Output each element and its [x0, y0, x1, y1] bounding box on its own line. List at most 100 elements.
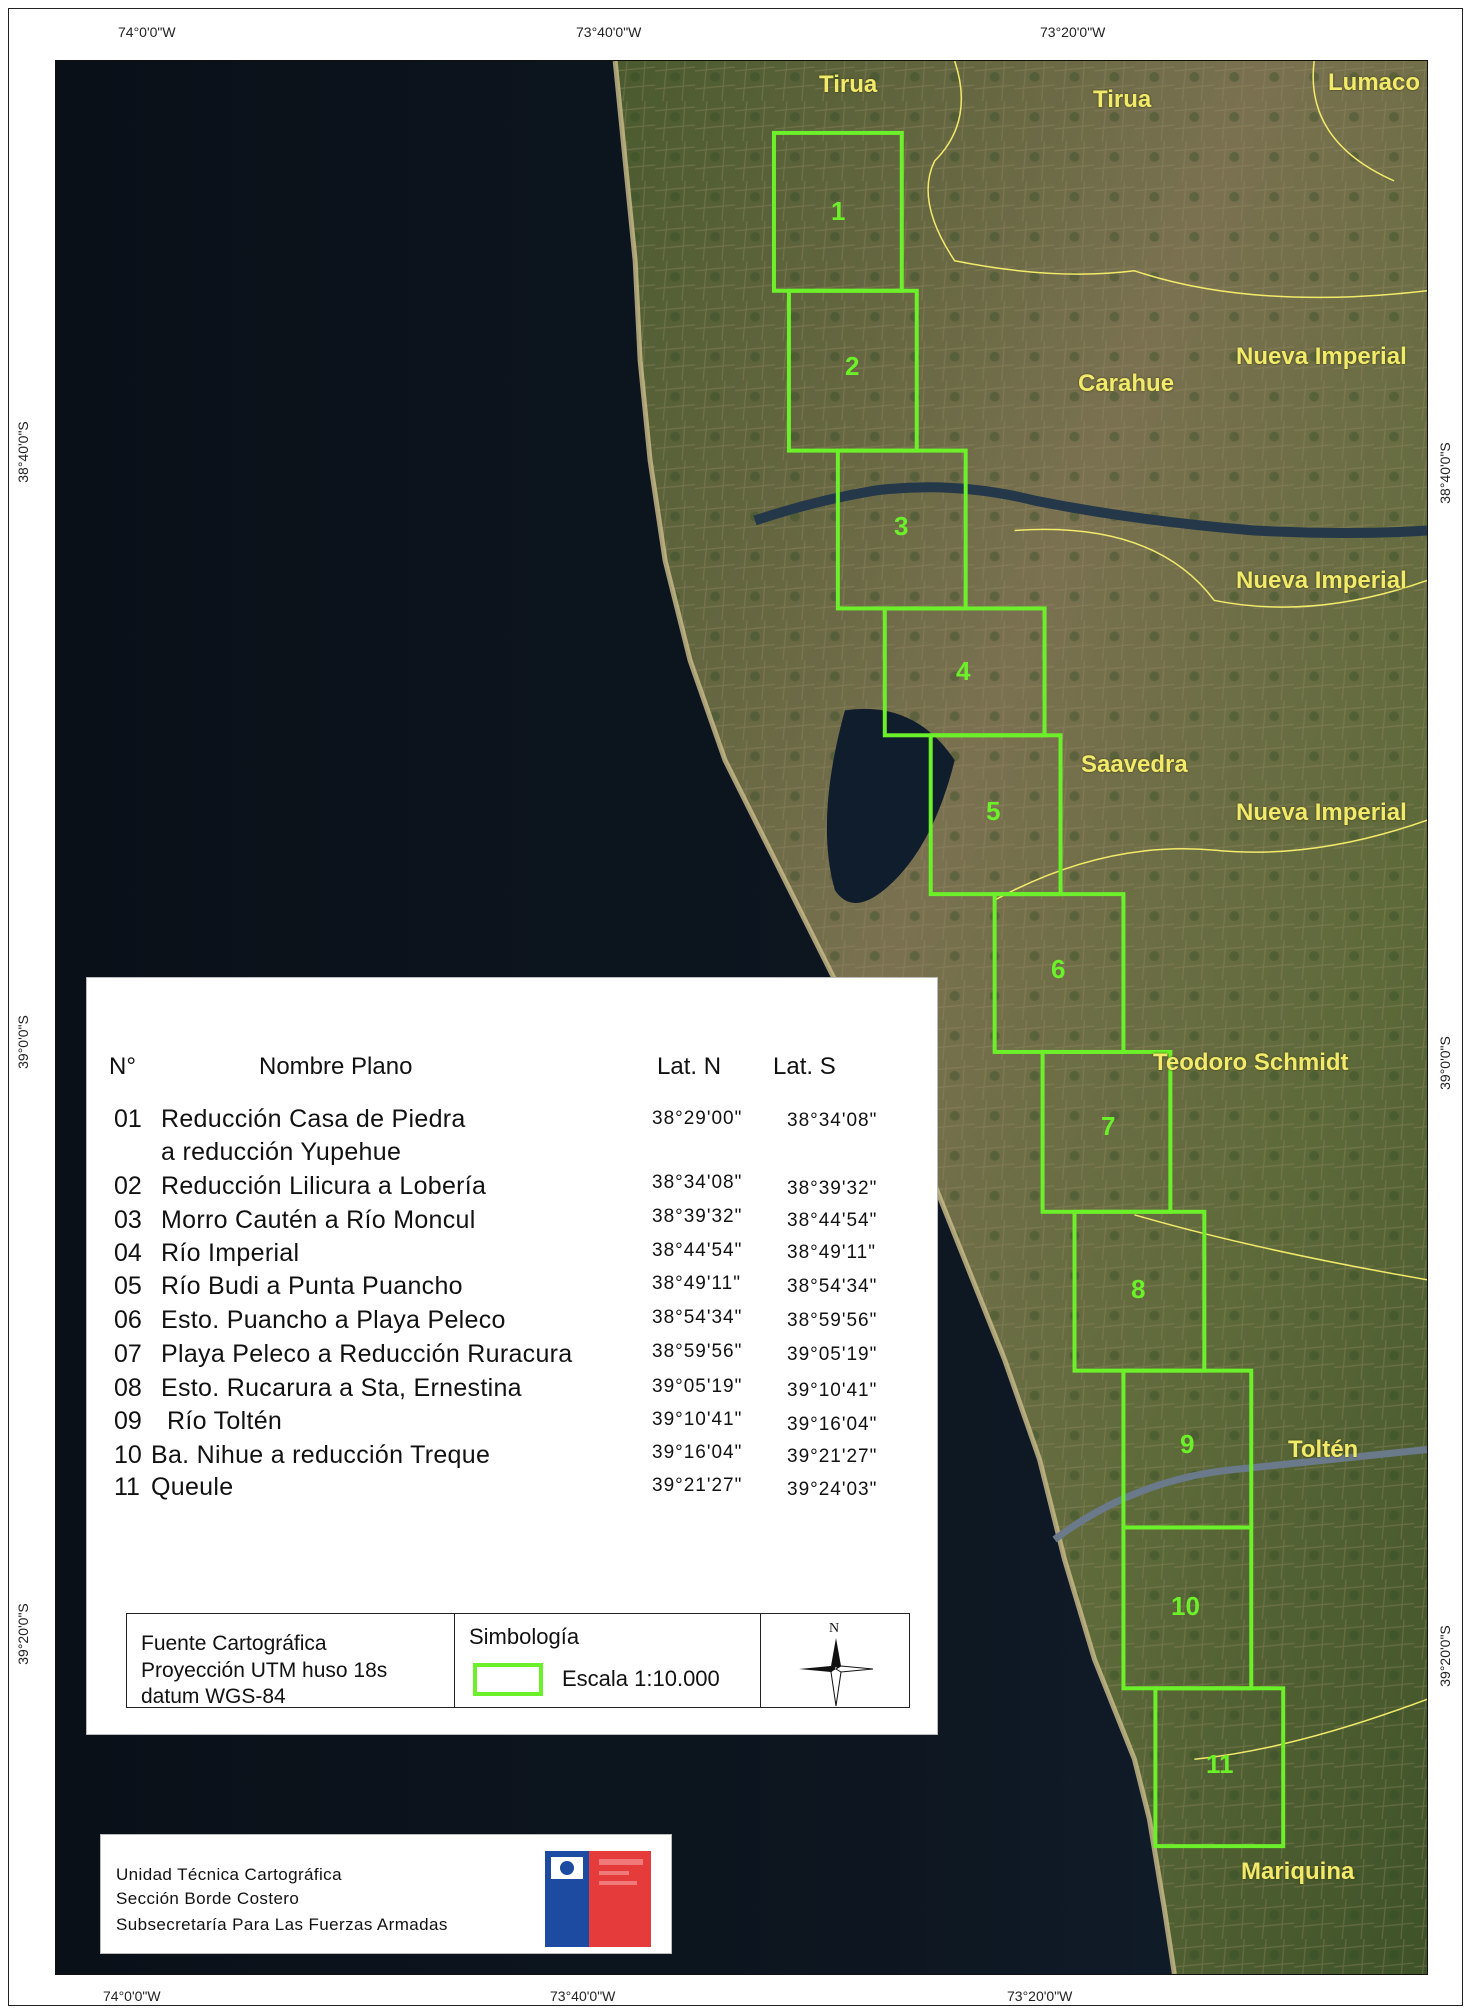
coord-top-1: 74°0'0"W [118, 24, 176, 40]
sheet-number: 11 [1206, 1749, 1234, 1779]
header-lat-n: Lat. N [657, 1053, 722, 1080]
place-label: Saavedra [1081, 751, 1188, 778]
north-arrow-icon [799, 1638, 874, 1707]
sheet-number: 5 [986, 796, 1001, 826]
row-lat-s: 38°34'08" [787, 1110, 878, 1131]
coord-right-2: 39°0'0"S [1436, 1036, 1453, 1090]
coord-bottom-1: 74°0'0"W [103, 1988, 161, 2004]
row-lat-s: 38°44'54" [787, 1210, 878, 1231]
coord-left-3: 39°20'0"S [14, 1603, 31, 1665]
row-number: 05 [114, 1272, 142, 1300]
credit-line: Sección Borde Costero [116, 1889, 300, 1908]
sheet-symbol [473, 1663, 543, 1696]
sheet-number: 2 [845, 351, 860, 381]
coord-right-1: 38°40'0"S [1436, 442, 1453, 504]
row-name: Ba. Nihue a reducción Treque [151, 1441, 491, 1469]
row-lat-s: 39°05'19" [787, 1344, 878, 1365]
row-number: 03 [114, 1206, 142, 1234]
sheet-number: 7 [1101, 1111, 1116, 1141]
row-lat-n: 38°39'32" [652, 1206, 743, 1227]
row-number: 06 [114, 1306, 142, 1334]
place-label: Nueva Imperial [1236, 343, 1407, 370]
row-lat-s: 39°10'41" [787, 1380, 878, 1401]
sheet-number: 9 [1180, 1429, 1195, 1459]
row-number: 09 [114, 1407, 142, 1435]
place-label: Nueva Imperial [1236, 799, 1407, 826]
row-lat-s: 39°16'04" [787, 1414, 878, 1435]
sheet-number: 3 [894, 511, 909, 541]
row-lat-n: 38°59'56" [652, 1341, 743, 1362]
row-lat-n: 39°05'19" [652, 1376, 743, 1397]
row-lat-n: 38°49'11" [652, 1273, 741, 1294]
source-cell: Fuente Cartográfica Proyección UTM huso … [127, 1614, 455, 1708]
header-lat-s: Lat. S [773, 1053, 836, 1080]
coord-bottom-3: 73°20'0"W [1007, 1988, 1073, 2004]
credit-line: Subsecretaría Para Las Fuerzas Armadas [116, 1915, 448, 1934]
coord-left-1: 38°40'0"S [14, 421, 31, 483]
header-number: N° [109, 1053, 136, 1080]
header-name: Nombre Plano [259, 1053, 413, 1080]
coord-bottom-2: 73°40'0"W [550, 1988, 616, 2004]
coord-right-3: 39°20'0"S [1436, 1625, 1453, 1687]
row-lat-n: 38°54'34" [652, 1307, 743, 1328]
row-number: 02 [114, 1172, 142, 1200]
place-label: Lumaco [1328, 69, 1421, 96]
sheet-rectangles [771, 130, 1286, 1849]
institution-logo [545, 1851, 651, 1947]
coord-left-2: 39°0'0"S [14, 1015, 31, 1069]
row-name: Esto. Rucarura a Sta, Ernestina [161, 1374, 522, 1402]
sheet-number: 6 [1051, 954, 1066, 984]
place-label: Nueva Imperial [1236, 567, 1407, 594]
coord-top-3: 73°20'0"W [1040, 24, 1106, 40]
row-lat-n: 39°21'27" [652, 1475, 743, 1496]
north-label: N [829, 1621, 840, 1636]
row-number: 11 [114, 1473, 140, 1501]
north-arrow-cell: N [761, 1614, 911, 1707]
row-lat-s: 38°39'32" [787, 1178, 878, 1199]
source-line: Fuente Cartográfica [141, 1632, 327, 1655]
place-label: Tirua [819, 71, 878, 98]
place-label: Carahue [1078, 370, 1175, 397]
row-lat-s: 38°54'34" [787, 1276, 878, 1297]
row-lat-n: 38°34'08" [652, 1172, 743, 1193]
row-lat-n: 39°16'04" [652, 1442, 743, 1463]
sheet-number: 8 [1131, 1274, 1146, 1304]
row-name: Reducción Casa de Piedra [161, 1105, 466, 1133]
row-lat-n: 38°29'00" [652, 1108, 743, 1129]
place-label: Tirua [1093, 86, 1152, 113]
legend-info-box: Fuente Cartográfica Proyección UTM huso … [126, 1613, 910, 1708]
row-name: Playa Peleco a Reducción Ruracura [161, 1340, 573, 1368]
row-lat-s: 39°24'03" [787, 1479, 878, 1500]
sheet-number: 4 [956, 656, 971, 686]
symbology-title: Simbología [469, 1624, 580, 1649]
row-name: Esto. Puancho a Playa Peleco [161, 1306, 506, 1334]
coord-top-2: 73°40'0"W [576, 24, 642, 40]
row-number: 04 [114, 1239, 142, 1267]
row-name: Reducción Lilicura a Lobería [161, 1172, 487, 1200]
place-label: Teodoro Schmidt [1153, 1049, 1349, 1076]
row-name: Queule [151, 1473, 234, 1501]
source-line: Proyección UTM huso 18s [141, 1659, 388, 1682]
row-lat-n: 38°44'54" [652, 1240, 743, 1261]
credit-line: Unidad Técnica Cartográfica [116, 1865, 342, 1884]
place-label: Mariquina [1241, 1858, 1355, 1885]
map-frame [8, 8, 1463, 2006]
row-lat-s: 39°21'27" [787, 1446, 878, 1467]
credit-panel: Unidad Técnica Cartográfica Sección Bord… [100, 1834, 672, 1954]
sheet-number: 10 [1171, 1591, 1200, 1621]
row-name: Río Imperial [161, 1239, 300, 1267]
legend-panel: N° Nombre Plano Lat. N Lat. S 01 Reducci… [86, 977, 938, 1735]
row-name-continued: a reducción Yupehue [161, 1138, 402, 1166]
symbology-cell: Simbología Escala 1:10.000 [455, 1614, 761, 1707]
source-line: datum WGS-84 [141, 1685, 286, 1708]
row-lat-s: 38°59'56" [787, 1310, 878, 1331]
row-lat-n: 39°10'41" [652, 1409, 743, 1430]
row-number: 08 [114, 1374, 142, 1402]
row-number: 01 [114, 1105, 142, 1133]
row-name: Río Toltén [167, 1407, 283, 1435]
row-lat-s: 38°49'11" [787, 1242, 876, 1263]
row-name: Río Budi a Punta Puancho [161, 1272, 463, 1300]
place-label: Toltén [1288, 1436, 1359, 1463]
sheet-number: 1 [831, 196, 846, 226]
scale-label: Escala 1:10.000 [562, 1666, 720, 1691]
